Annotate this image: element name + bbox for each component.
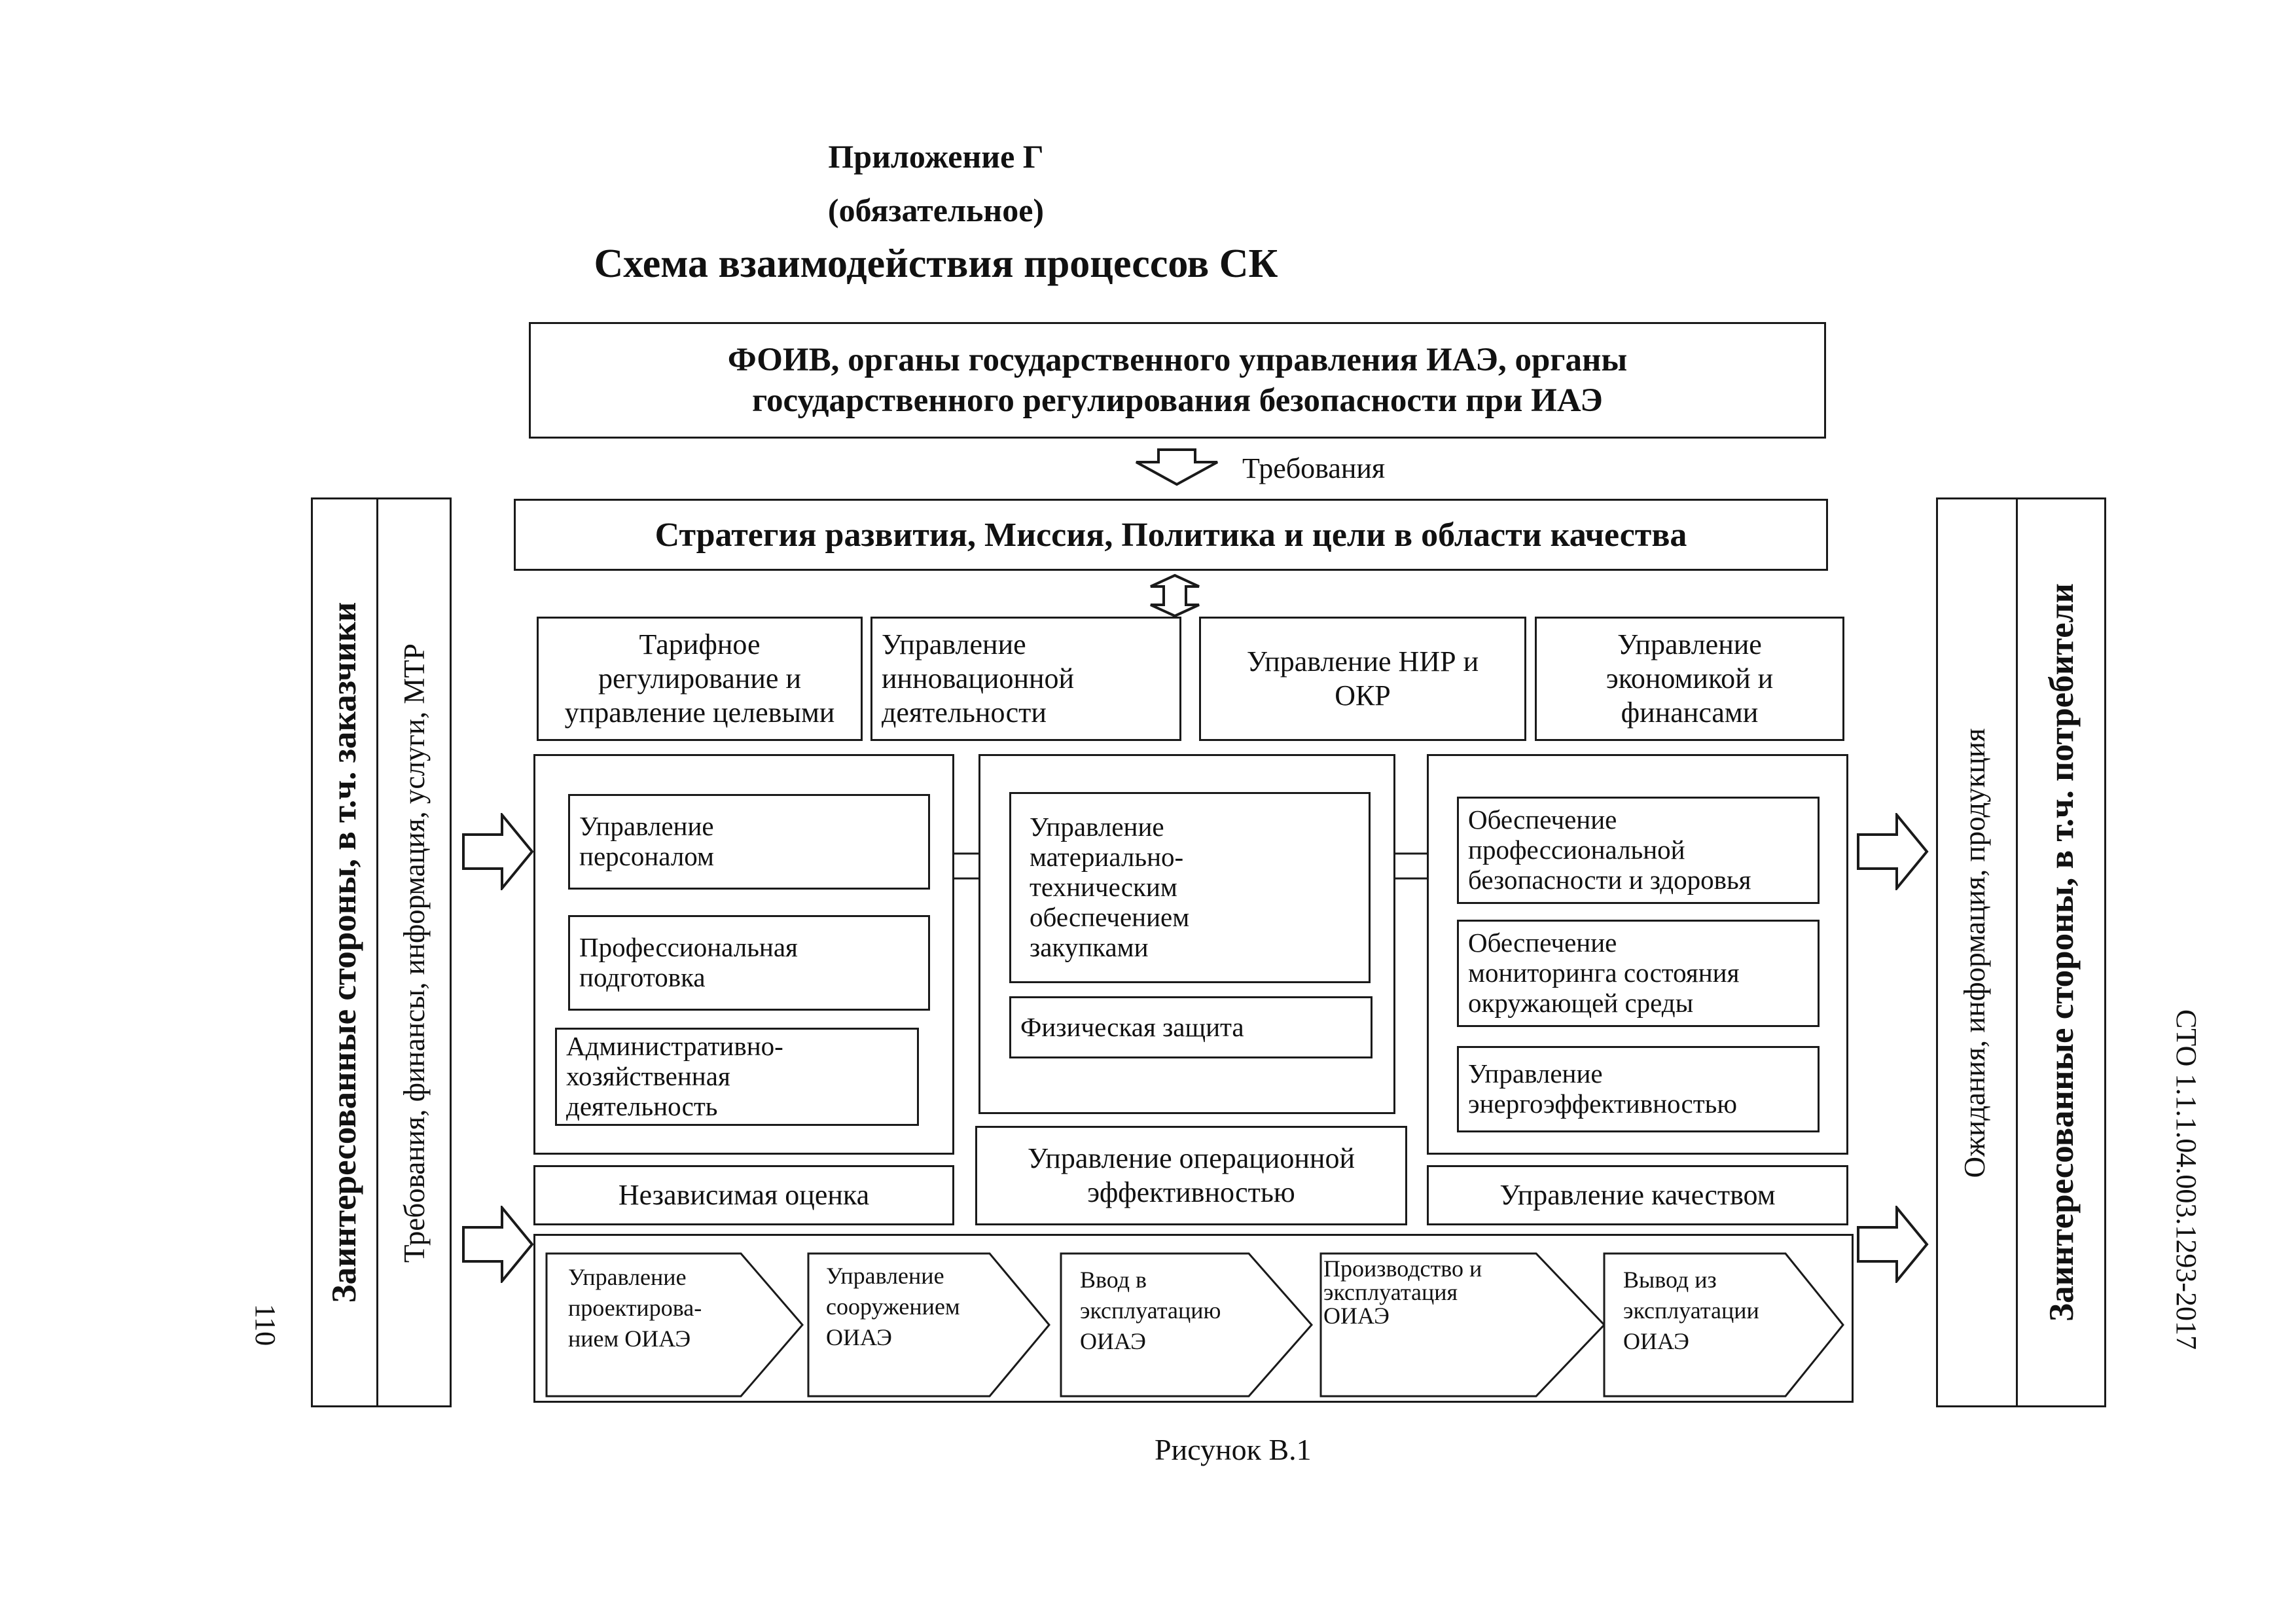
appendix-status: (обязательное) [827, 192, 1045, 228]
process-rd-management: Управление НИР и ОКР [1199, 617, 1526, 741]
lifecycle-chevron-operation [1319, 1252, 1606, 1398]
process-administrative-activity-label: Административно- хозяйственная деятельно… [566, 1031, 783, 1121]
process-environmental-monitoring-label: Обеспечение мониторинга состояния окружа… [1468, 928, 1740, 1018]
process-finance-management-label: Управление экономикой и финансами [1605, 628, 1774, 729]
lifecycle-chevron-decommissioning [1603, 1252, 1844, 1398]
lifecycle-construction-label: Управление сооружением ОИАЭ [826, 1263, 960, 1350]
strategy-text: Стратегия развития, Миссия, Политика и ц… [655, 516, 1687, 554]
process-hr-management: Управление персоналом [568, 794, 930, 890]
process-operational-efficiency: Управление операционной эффективностью [975, 1126, 1407, 1225]
process-rd-management-label: Управление НИР и ОКР [1246, 645, 1479, 712]
stakeholders-customers-divider [376, 497, 378, 1407]
process-tariff-regulation-label: Тарифное регулирование и управление целе… [564, 628, 835, 729]
document-code: СТО 1.1.1.04.003.1293-2017 [2170, 1009, 2202, 1350]
requirements-down-arrow-icon [1136, 448, 1218, 486]
process-quality-management: Управление качеством [1427, 1165, 1848, 1225]
page-number: 110 [249, 1303, 281, 1346]
lifecycle-design-label: Управление проектирова- нием ОИАЭ [568, 1264, 702, 1352]
lifecycle-commissioning-label: Ввод в эксплуатацию ОИАЭ [1080, 1267, 1221, 1354]
strategy-box: Стратегия развития, Миссия, Политика и ц… [514, 499, 1828, 571]
diagram-title: Схема взаимодействия процессов СК [594, 242, 1278, 286]
lifecycle-decommissioning-label: Вывод из эксплуатации ОИАЭ [1623, 1267, 1759, 1354]
process-procurement-management-label: Управление материально- техническим обес… [1030, 812, 1190, 962]
stakeholders-consumers-divider [2016, 497, 2018, 1407]
process-tariff-regulation: Тарифное регулирование и управление целе… [537, 617, 863, 741]
output-arrow-lower-icon [1857, 1206, 1929, 1283]
stakeholders-customers-inputs: Требования, финансы, информация, услуги,… [398, 643, 431, 1263]
process-occupational-safety: Обеспечение профессиональной безопасност… [1457, 797, 1820, 904]
stakeholders-customers-panel [311, 497, 452, 1407]
input-arrow-upper-icon [462, 813, 534, 890]
process-procurement-management: Управление материально- техническим обес… [1009, 792, 1371, 983]
stakeholders-consumers-panel [1936, 497, 2106, 1407]
lifecycle-chevron-design [545, 1252, 804, 1398]
requirements-label: Требования [1242, 452, 1386, 484]
process-innovation-management-label: Управление инновационной деятельности [882, 628, 1075, 729]
process-administrative-activity: Административно- хозяйственная деятельно… [555, 1028, 919, 1126]
regulators-box: ФОИВ, органы государственного управления… [529, 322, 1826, 439]
process-energy-efficiency-label: Управление энергоэффективностью [1468, 1058, 1737, 1119]
stakeholders-consumers-title: Заинтересованные стороны, в т.ч. потреби… [2043, 583, 2081, 1322]
appendix-heading: Приложение Г [828, 138, 1044, 175]
lifecycle-chevron-construction [807, 1252, 1050, 1398]
process-physical-protection-label: Физическая защита [1020, 1011, 1244, 1042]
process-environmental-monitoring: Обеспечение мониторинга состояния окружа… [1457, 920, 1820, 1027]
process-independent-assessment: Независимая оценка [533, 1165, 954, 1225]
stakeholders-customers-title: Заинтересованные стороны, в т.ч. заказчи… [325, 602, 363, 1303]
process-professional-training-label: Профессиональная подготовка [579, 932, 798, 992]
process-physical-protection: Физическая защита [1009, 996, 1372, 1058]
process-occupational-safety-label: Обеспечение профессиональной безопасност… [1468, 804, 1751, 895]
process-hr-management-label: Управление персоналом [579, 811, 714, 871]
input-arrow-lower-icon [462, 1206, 534, 1283]
group-connector-left [953, 852, 980, 880]
figure-caption: Рисунок В.1 [1155, 1433, 1312, 1466]
output-arrow-upper-icon [1857, 813, 1929, 890]
process-innovation-management: Управление инновационной деятельности [870, 617, 1181, 741]
group-connector-right [1394, 852, 1427, 880]
process-finance-management: Управление экономикой и финансами [1535, 617, 1844, 741]
process-professional-training: Профессиональная подготовка [568, 915, 930, 1011]
process-independent-assessment-label: Независимая оценка [618, 1179, 870, 1212]
lifecycle-operation-label: Производство и эксплуатация ОИАЭ [1323, 1255, 1482, 1329]
process-operational-efficiency-label: Управление операционной эффективностью [1027, 1142, 1355, 1208]
process-quality-management-label: Управление качеством [1499, 1179, 1776, 1212]
process-energy-efficiency: Управление энергоэффективностью [1457, 1046, 1820, 1132]
lifecycle-chevron-commissioning [1060, 1252, 1313, 1398]
strategy-process-double-arrow-icon [1150, 573, 1200, 618]
regulators-text: ФОИВ, органы государственного управления… [727, 341, 1628, 419]
stakeholders-consumers-outputs: Ожидания, информация, продукция [1958, 728, 1991, 1178]
